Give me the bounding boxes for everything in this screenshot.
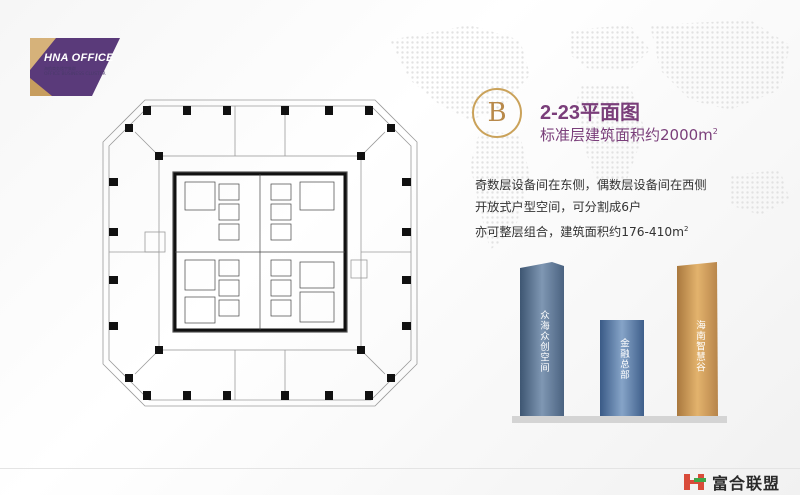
plan-description: 奇数层设备间在东侧，偶数层设备间在西侧 开放式户型空间，可分割成6户 亦可整层组… [475,174,707,243]
towers-illustration: 众海众创空间 金融总部 海南智慧谷 [512,258,727,423]
brand-name: 富合联盟 [712,474,781,493]
brand-watermark: 富合联盟 [682,470,780,494]
tower-name-left: 众海众创空间 [538,310,549,373]
footer-divider [0,468,800,469]
floor-plan-drawing [102,99,418,407]
logo-subtitle-en: OFFICE BUSINESS CLUSTER [44,72,106,77]
description-line-2: 开放式户型空间，可分割成6户 [475,200,642,214]
description-line-1: 奇数层设备间在东侧，偶数层设备间在西侧 [475,178,707,192]
logo-subtitle-cn: 海航商务楼宇集群 [44,66,76,71]
description-line-3: 亦可整层组合，建筑面积约176-410m2 [475,225,689,240]
logo-title: HNA OFFICE [44,52,114,64]
logo-emblem-icon [30,38,120,96]
plan-title: 2-23平面图 [540,102,641,124]
plan-letter-badge: B [472,88,522,138]
plan-subtitle: 标准层建筑面积约2000m2 [540,126,718,144]
hna-office-logo: HNA OFFICE 海航商务楼宇集群 OFFICE BUSINESS CLUS… [30,38,140,96]
tower-name-center: 金融总部 [618,338,629,380]
brand-logo-icon [684,474,706,490]
towers-graphic [512,262,727,423]
tower-name-right: 海南智慧谷 [694,320,705,373]
